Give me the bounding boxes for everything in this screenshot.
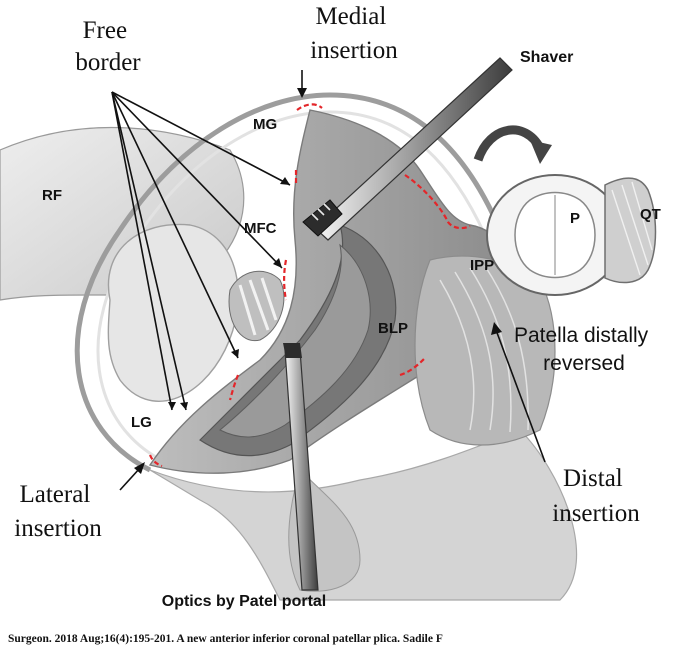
quadriceps-tendon <box>604 177 657 284</box>
shaver-shaft <box>314 57 513 241</box>
shaver-tip <box>302 199 343 237</box>
p-label: P <box>570 210 580 227</box>
free-border-pointer-1 <box>111 91 291 186</box>
medial-insertion-label: Medial insertion <box>310 3 398 64</box>
patella-distally-reversed-label: Patella distally reversed <box>514 324 654 375</box>
free-border-pointer-4 <box>111 91 187 411</box>
mg-label: MG <box>253 116 277 133</box>
medial-insertion-line-2: insertion <box>310 37 398 64</box>
free-border-line-2: border <box>75 49 141 76</box>
lateral-insertion-pointer <box>119 467 141 491</box>
distal-insertion-arrowhead <box>491 322 502 335</box>
optics-tip <box>283 343 302 358</box>
blp-label: BLP <box>378 320 408 337</box>
cruciate-stripes <box>238 277 278 336</box>
free-border-pointer-2 <box>111 91 283 269</box>
plica-border-lower <box>228 374 240 401</box>
rf-label: RF <box>42 187 62 204</box>
distal-insertion-label: Distal insertion <box>552 465 640 527</box>
rotation-arrow-icon <box>473 125 544 162</box>
shaver-teeth <box>311 203 331 221</box>
shaver-label: Shaver <box>520 49 573 66</box>
lateral-insertion-line-1: Lateral <box>19 481 90 508</box>
lateral-insertion-arrowhead <box>134 462 145 474</box>
lateral-condyle <box>107 223 239 402</box>
free-border-line-1: Free <box>83 17 127 44</box>
plica-border-mid <box>283 259 288 301</box>
patella-reversed-line-2: reversed <box>543 352 625 375</box>
plica-insertion-distal <box>399 357 426 377</box>
optics-label: Optics by Patel portal <box>162 593 326 610</box>
lg-label: LG <box>131 414 152 431</box>
quadriceps-fibres <box>611 181 653 276</box>
distal-insertion-line-2: insertion <box>552 500 640 527</box>
distal-insertion-pointer <box>495 329 546 463</box>
patella-reversed-line-1: Patella distally <box>514 324 649 347</box>
ipp-label: IPP <box>470 257 494 274</box>
free-border-pointer-3 <box>111 91 239 359</box>
figure-caption: Surgeon. 2018 Aug;16(4):195-201. A new a… <box>8 633 443 645</box>
free-border-pointer-5 <box>111 91 173 411</box>
qt-label: QT <box>640 206 661 223</box>
plica-insertion-superior <box>404 174 471 230</box>
cruciate-region <box>228 270 285 342</box>
lateral-insertion-line-2: insertion <box>14 515 102 542</box>
mfc-label: MFC <box>244 220 277 237</box>
plica-insertion-lateral <box>148 454 163 468</box>
free-border-label: Free border <box>75 17 141 76</box>
medial-insertion-arrowhead <box>297 88 307 98</box>
medial-insertion-line-1: Medial <box>315 3 386 30</box>
tendon-fibres <box>439 265 529 433</box>
rotation-arrow-head <box>530 140 552 164</box>
distal-insertion-line-1: Distal <box>563 465 623 492</box>
plica-insertion-medial <box>296 103 323 111</box>
lateral-insertion-label: Lateral insertion <box>14 481 102 542</box>
